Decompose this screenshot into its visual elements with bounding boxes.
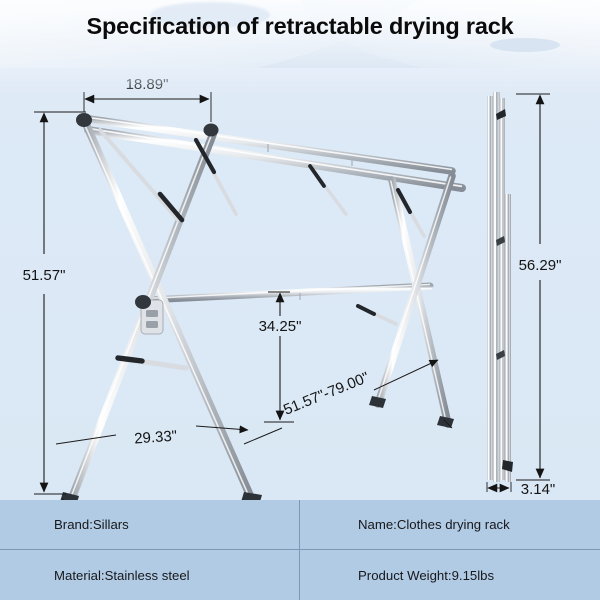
dimension-rail-height: 34.25" <box>259 291 302 423</box>
diagram-stage: 18.89" 51.57" 34.25" <box>0 68 600 500</box>
dimension-folded-height: 56.29" <box>516 93 562 481</box>
rail-joints <box>267 144 353 300</box>
spec-cell-material: Material:Stainless steel <box>0 550 300 600</box>
leg-right-front <box>388 176 452 428</box>
dimension-overall-height: 51.57" <box>23 111 86 495</box>
end-caps <box>60 113 454 500</box>
header-highlight-top <box>150 2 270 28</box>
dimension-label-rail-height: 34.25" <box>259 318 302 335</box>
leg-right-back <box>374 172 456 408</box>
spec-cell-brand: Brand:Sillars <box>0 500 300 550</box>
page-title: Specification of retractable drying rack <box>86 13 514 39</box>
rail-mid <box>142 282 434 304</box>
dimension-label-base-depth: 29.33" <box>134 428 178 448</box>
support-struts <box>98 128 426 371</box>
dimension-label-overall-height: 51.57" <box>23 267 66 284</box>
folded-clips <box>496 109 513 472</box>
dimension-folded-width: 3.14" <box>486 481 556 498</box>
dimension-label-folded-width: 3.14" <box>521 481 556 498</box>
rack-open-view <box>60 113 466 500</box>
header-highlight-right <box>490 38 560 52</box>
rail-top-front <box>84 126 466 192</box>
spec-cell-name: Name:Clothes drying rack <box>300 500 600 550</box>
rack-dimension-drawing: 18.89" 51.57" 34.25" <box>23 76 562 500</box>
rail-top-back <box>78 114 456 175</box>
spec-table: Brand:Sillars Name:Clothes drying rack M… <box>0 500 600 600</box>
dimension-label-folded-height: 56.29" <box>519 257 562 274</box>
stage-top-fade <box>0 68 600 94</box>
rack-folded-view <box>487 92 513 482</box>
spec-cell-weight: Product Weight:9.15lbs <box>358 567 495 583</box>
hinge-bracket-center <box>140 299 164 335</box>
leg-left-front <box>82 120 256 500</box>
dimension-base-depth: 29.33" <box>55 425 249 500</box>
header-band: Specification of retractable drying rack <box>0 0 600 68</box>
dimension-extendable-width: 51.57"-79.00" <box>243 359 453 445</box>
dimension-label-extendable-width: 51.57"-79.00" <box>281 369 371 419</box>
